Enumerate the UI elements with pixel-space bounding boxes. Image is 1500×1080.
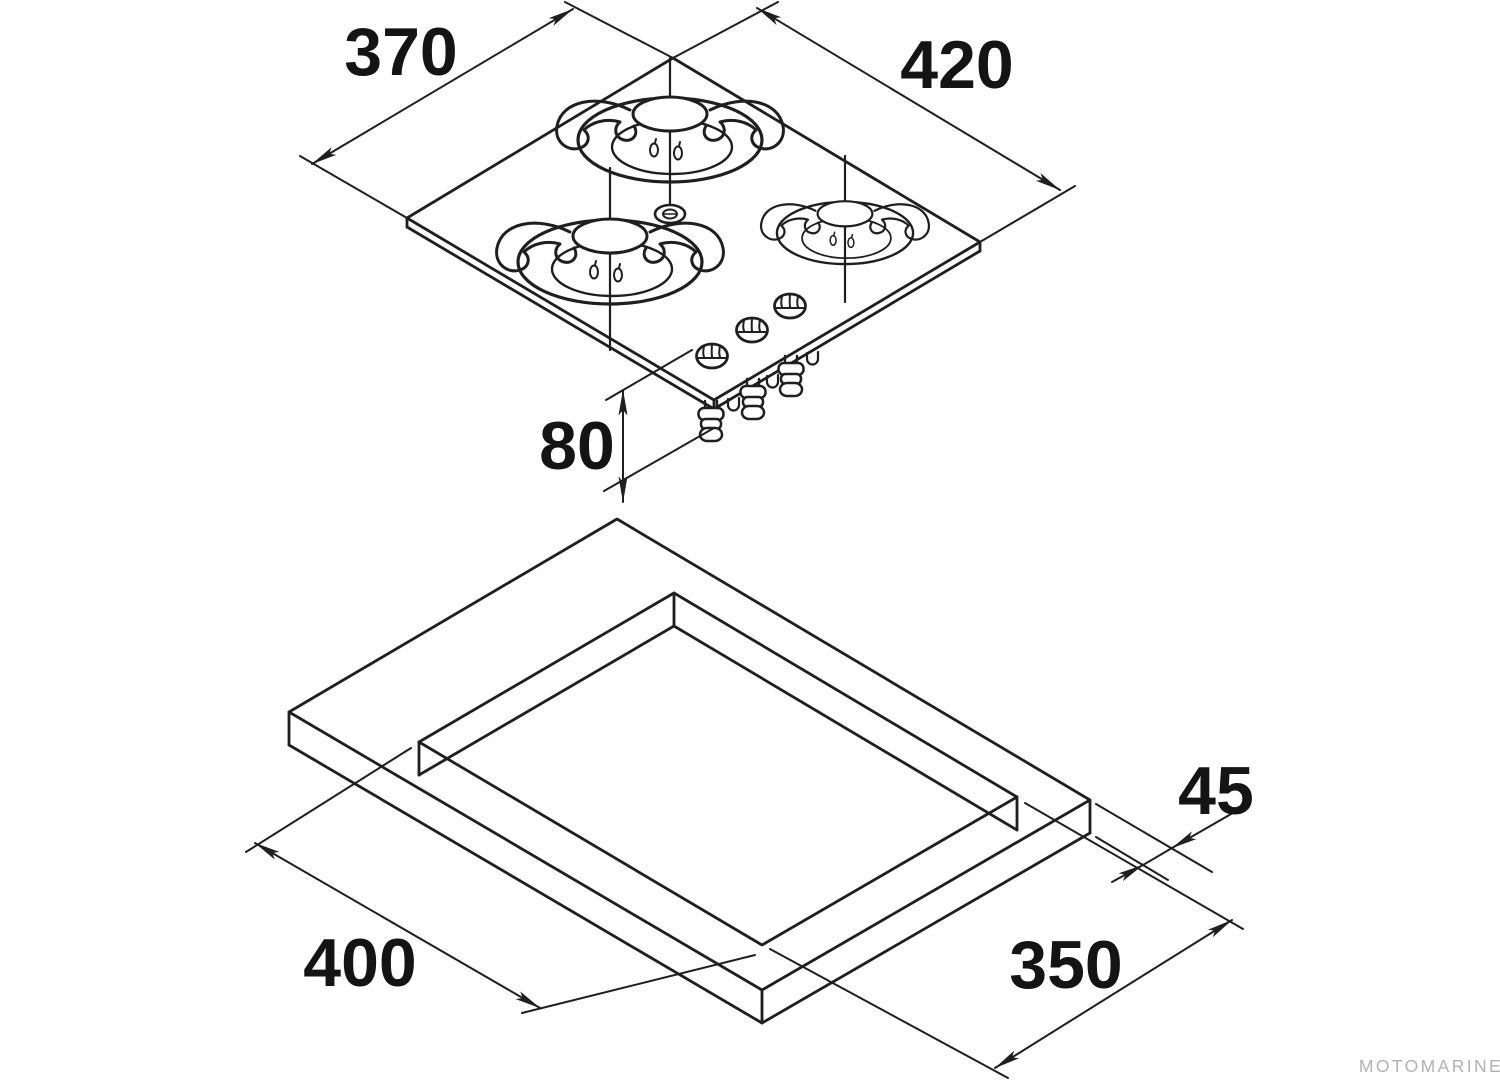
dim-420: 420 xyxy=(672,1,1076,243)
dim-400-extension-bottom xyxy=(521,954,756,1014)
dim-45-extension-top xyxy=(1095,803,1213,873)
logo-wordmark: MOTOMARINE xyxy=(1359,1056,1500,1076)
dim-45: 45 xyxy=(1095,753,1254,883)
dim-45-line xyxy=(1142,847,1173,866)
dim-420-extension-right xyxy=(979,185,1076,243)
hob-figure: 370 420 80 xyxy=(299,1,1076,503)
dim-80: 80 xyxy=(539,349,715,503)
logo-letter-1: M xyxy=(1374,1023,1397,1053)
cutout-inner-wall-edge xyxy=(417,624,1019,832)
control-knob-1 xyxy=(695,342,729,370)
logo-letter-2: T xyxy=(1419,1023,1436,1053)
dim-420-line xyxy=(756,7,1061,191)
dim-80-extension-top xyxy=(605,349,693,401)
logo-letter-3: M xyxy=(1458,1023,1481,1053)
dim-45-arrow-lower xyxy=(1111,864,1144,883)
dim-370: 370 xyxy=(299,1,674,219)
dim-350-line xyxy=(994,919,1233,1069)
dim-370-extension-left xyxy=(299,155,408,219)
dim-400-line xyxy=(254,842,541,1009)
dim-350-extension-left xyxy=(769,948,1009,1079)
dim-45-arrow-upper xyxy=(1171,809,1239,849)
gas-fitting-3 xyxy=(777,354,805,398)
counter-bottom-edge xyxy=(287,743,1092,1025)
dim-370-extension-right xyxy=(564,1,674,59)
dim-45-extension-bottom xyxy=(1095,836,1169,881)
dim-80-label: 80 xyxy=(539,408,615,484)
mtm-logo: M T M MOTOMARINE xyxy=(1359,1023,1500,1076)
dim-400-label: 400 xyxy=(303,925,416,1001)
counter-figure: 400 350 45 xyxy=(245,517,1254,1079)
dim-80-extension-bottom xyxy=(603,427,715,492)
drawing-root: 370 420 80 xyxy=(245,1,1500,1079)
cutout-opening xyxy=(417,591,1019,947)
ignition-element xyxy=(653,203,687,225)
control-knob-2 xyxy=(735,316,769,344)
dim-370-label: 370 xyxy=(344,14,457,90)
dim-400-extension-top xyxy=(245,747,412,853)
dim-420-label: 420 xyxy=(900,27,1013,103)
dim-400: 400 xyxy=(245,747,756,1014)
control-knob-3 xyxy=(773,292,807,320)
dim-350: 350 xyxy=(769,802,1244,1079)
dim-370-line xyxy=(311,8,574,165)
dim-350-label: 350 xyxy=(1009,927,1122,1003)
dim-45-label: 45 xyxy=(1178,753,1254,829)
gas-fitting-2 xyxy=(739,377,767,421)
counter-top-face xyxy=(287,517,1092,1025)
